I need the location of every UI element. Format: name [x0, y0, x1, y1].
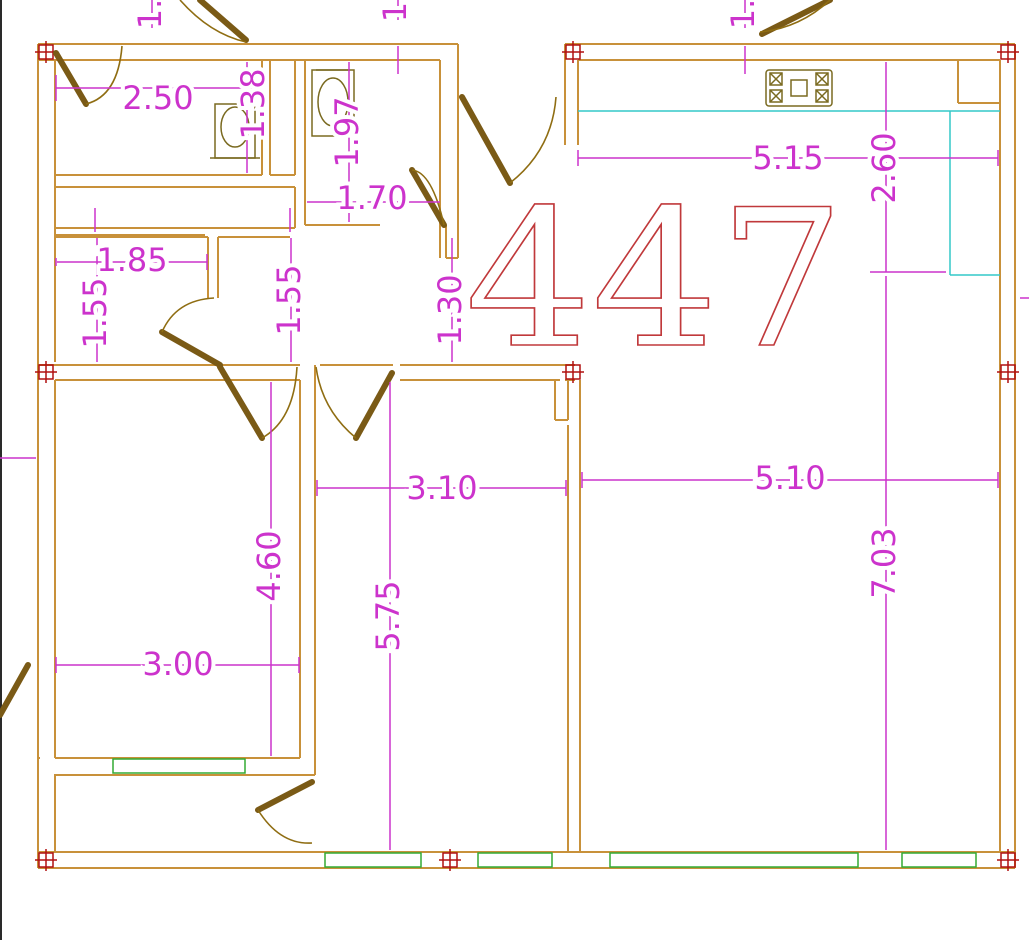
- wall-hall-lower: [55, 234, 290, 298]
- toilet-icon: [210, 103, 260, 159]
- dim-kitchen-depth: 2.60: [865, 132, 903, 203]
- windows: [112, 758, 977, 868]
- dim-room-right-width: 5.10: [754, 459, 825, 497]
- plot-number: 447: [465, 169, 845, 390]
- window-bottom-2: [477, 852, 553, 868]
- page-border: [0, 0, 2, 940]
- dim-room-mid-width: 3.10: [406, 469, 477, 507]
- dim-hall-width: 1.85: [96, 241, 167, 279]
- dim-hall-depth-left: 1.55: [76, 277, 114, 348]
- stove-icon: [765, 69, 833, 107]
- window-bottom-4: [901, 852, 977, 868]
- door: [255, 779, 315, 844]
- dim-hall-depth-mid: 1.55: [270, 264, 308, 335]
- wall-bath1: [55, 60, 296, 176]
- walls: [37, 43, 1016, 869]
- columns: [35, 41, 1019, 871]
- wall-kitchen-left: [564, 44, 579, 145]
- column-marker: [997, 361, 1019, 383]
- counter-outline: [578, 110, 1000, 276]
- column-marker: [997, 849, 1019, 871]
- column-marker: [439, 849, 461, 871]
- dim-cut-top-left: 1.: [131, 0, 169, 29]
- door: [217, 364, 298, 441]
- door: [159, 297, 223, 368]
- dim-bath1-width: 2.50: [122, 79, 193, 117]
- wall-kitchen-cabinet: [957, 60, 1000, 104]
- column-marker: [35, 849, 57, 871]
- window-bottom-1: [324, 852, 422, 868]
- wall-niche: [554, 380, 569, 421]
- column-marker: [35, 361, 57, 383]
- dim-bath2-width: 1.70: [336, 179, 407, 217]
- dimension-lines: [0, 0, 1029, 850]
- door: [409, 167, 447, 228]
- wall-top-right: [565, 43, 1015, 61]
- wall-bottom: [38, 851, 1015, 869]
- door: [179, 0, 249, 43]
- column-marker: [562, 41, 584, 63]
- dim-kitchen-width: 5.15: [752, 139, 823, 177]
- fixtures: [210, 69, 355, 159]
- column-marker: [997, 41, 1019, 63]
- wall-room-mid: [567, 380, 581, 852]
- toilet-icon: [311, 69, 355, 137]
- wall-middle-horizontal: [38, 364, 575, 381]
- dim-cut-top-right: 1.: [724, 0, 762, 29]
- dimension-labels: 2.50 1.38 1.97 1.70 1.85 1.55 1.55 1.30 …: [72, 0, 907, 687]
- dim-bath1-depth: 1.38: [234, 68, 272, 139]
- dim-corridor-depth: 1.30: [431, 274, 469, 345]
- wall-hall: [55, 186, 296, 229]
- dim-room-left-width: 3.00: [142, 645, 213, 683]
- wall-left-exterior: [37, 44, 56, 868]
- wall-top-left: [38, 43, 459, 258]
- door: [0, 662, 31, 718]
- window-bottom-3: [609, 852, 859, 868]
- column-marker: [562, 361, 584, 383]
- dim-cut-top-mid: 1: [376, 2, 414, 22]
- doors: [0, 0, 833, 844]
- kitchen-counter: [578, 69, 1000, 276]
- dim-room-left-depth: 4.60: [250, 530, 288, 601]
- window-room-left: [112, 758, 246, 774]
- dim-room-mid-depth: 5.75: [369, 580, 407, 651]
- door: [315, 366, 395, 441]
- wall-right-exterior: [999, 44, 1016, 868]
- door: [53, 45, 123, 107]
- door: [459, 94, 557, 186]
- dim-room-right-depth: 7.03: [865, 527, 903, 598]
- wall-room-left: [55, 365, 316, 776]
- door: [759, 0, 833, 37]
- dim-bath2-depth: 1.97: [328, 96, 366, 167]
